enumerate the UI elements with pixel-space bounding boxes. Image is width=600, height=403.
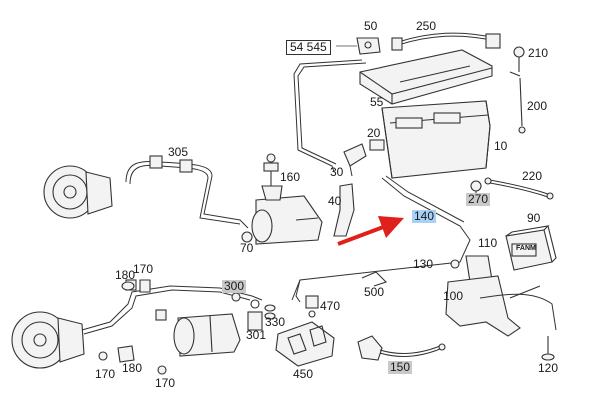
callout-90: 90 — [527, 211, 541, 225]
bolt-210 — [513, 46, 525, 72]
callout-330: 330 — [265, 315, 286, 329]
callout-120: 120 — [538, 361, 559, 375]
ground-strap-150 — [357, 335, 446, 361]
battery-cover — [359, 49, 493, 105]
grommet-180-lower — [117, 345, 135, 363]
callout-301: 301 — [246, 328, 267, 342]
cable-250 — [391, 32, 501, 51]
callout-30: 30 — [330, 165, 344, 179]
callout-450: 450 — [293, 367, 314, 381]
callout-500: 500 — [364, 285, 385, 299]
callout-210: 210 — [528, 46, 549, 60]
alternator-upper — [43, 165, 113, 219]
callout-55: 55 — [370, 95, 384, 109]
callout-54545: 54 545 — [286, 40, 331, 55]
sensor-200 — [509, 71, 526, 134]
callout-250: 250 — [416, 19, 437, 33]
cover-450 — [275, 321, 335, 367]
grommet-180-upper — [121, 281, 135, 291]
vent-hose — [333, 139, 385, 237]
bolt-170-upper — [139, 279, 151, 293]
battery — [381, 100, 491, 179]
callout-305: 305 — [168, 145, 189, 159]
callout-130: 130 — [413, 257, 434, 271]
callout-200: 200 — [527, 99, 548, 113]
nut-70-upper — [241, 231, 253, 243]
callout-150: 150 — [388, 360, 413, 374]
nut-170-lower — [98, 351, 108, 361]
callout-70-upper: 70 — [240, 241, 254, 255]
callout-140: 140 — [412, 209, 437, 223]
callout-40: 40 — [328, 194, 342, 208]
ground-cable-220 — [484, 177, 554, 200]
bracket-100 — [445, 255, 557, 337]
bracket-50 — [336, 37, 381, 55]
nut-70-lower — [231, 292, 241, 302]
connector-470 — [305, 295, 319, 318]
clip-500 — [361, 271, 388, 287]
alternator-lower — [11, 311, 85, 369]
callout-220: 220 — [522, 169, 543, 183]
callout-270: 270 — [466, 192, 491, 206]
callout-470: 470 — [320, 299, 341, 313]
starter-upper — [251, 185, 323, 245]
starter-lower — [173, 313, 241, 357]
callout-170-bottom: 170 — [155, 376, 176, 390]
callout-160: 160 — [280, 170, 301, 184]
relay-90 — [505, 225, 557, 271]
nut-130 — [450, 259, 460, 269]
callout-20: 20 — [367, 126, 381, 140]
callout-170-lower: 170 — [95, 367, 116, 381]
callout-300: 300 — [222, 279, 247, 293]
cable-305 — [125, 155, 249, 229]
bolt-120 — [541, 336, 555, 361]
callout-170-upper: 170 — [133, 262, 154, 276]
callout-10: 10 — [494, 139, 508, 153]
callout-180-upper: 180 — [115, 268, 136, 282]
nut-330 — [264, 304, 276, 320]
stud-160 — [263, 153, 279, 186]
callout-110: 110 — [478, 236, 498, 250]
red-arrow — [337, 216, 404, 246]
nut-170-bottom — [157, 365, 167, 375]
callout-180-lower: 180 — [122, 361, 143, 375]
relay-label: FANM — [516, 245, 536, 252]
solenoid-301 — [247, 299, 263, 331]
callout-50: 50 — [364, 19, 378, 33]
callout-100: 100 — [443, 289, 464, 303]
